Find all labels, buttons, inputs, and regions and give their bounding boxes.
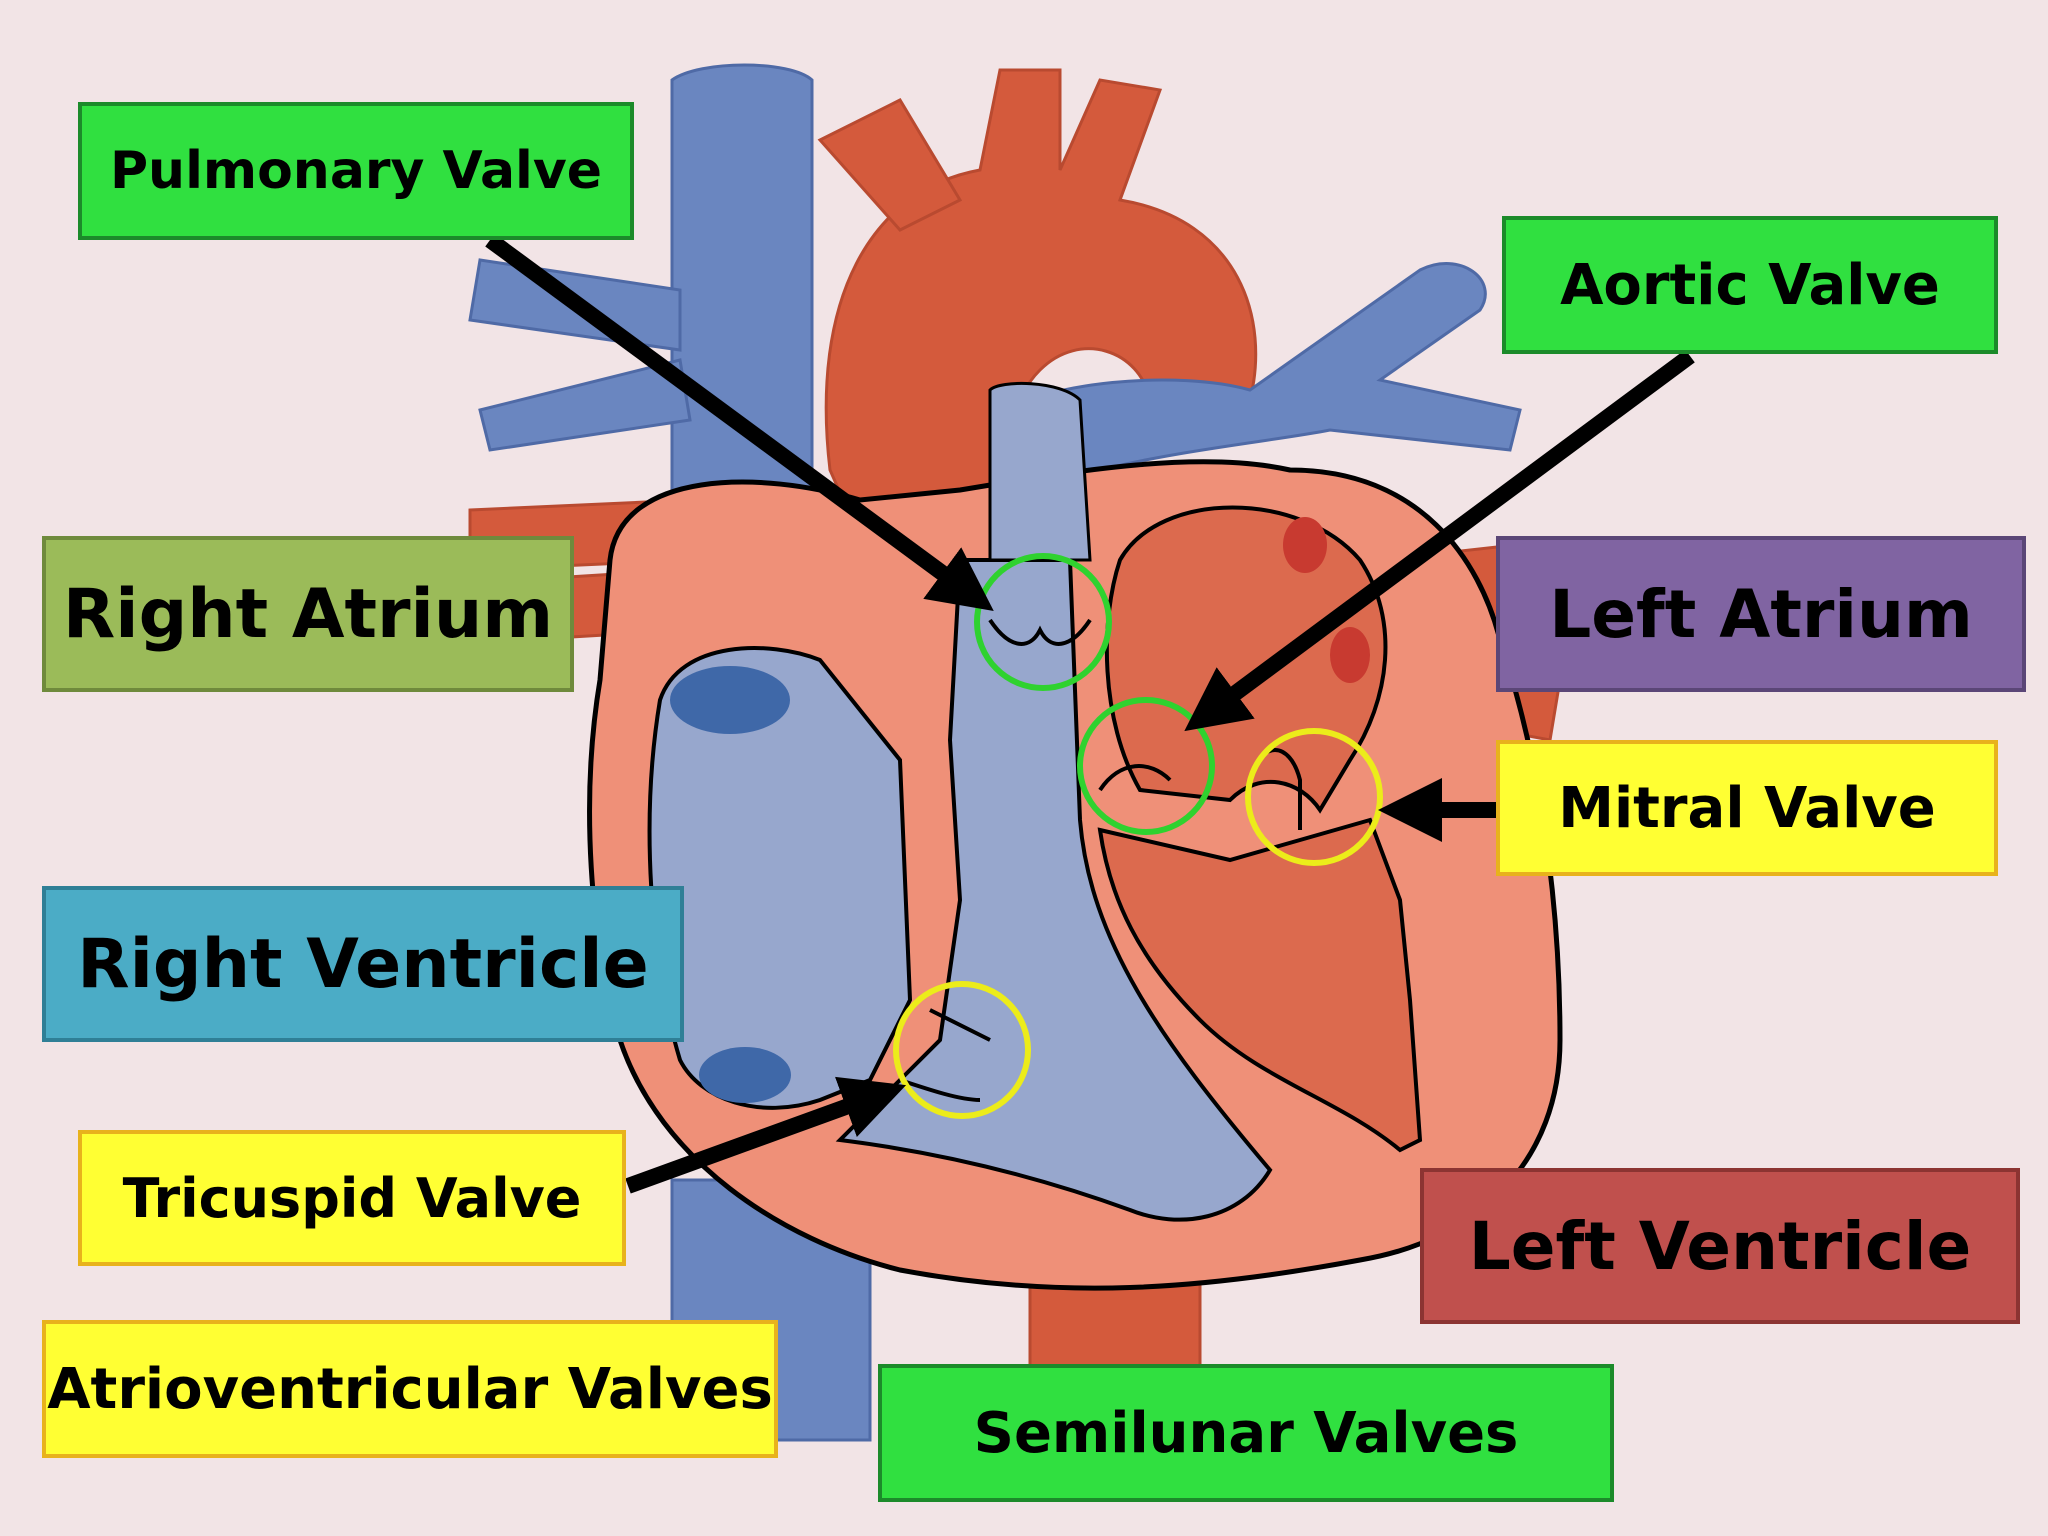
pulmonary-vein-opening-lower xyxy=(1330,627,1370,683)
tricuspid-valve-arrow xyxy=(625,1076,907,1194)
pulmonary-trunk xyxy=(988,382,1092,562)
aortic-valve-marker xyxy=(1077,697,1215,835)
label-mitral-valve: Mitral Valve xyxy=(1496,740,1998,876)
left-ventricle-chamber xyxy=(1097,817,1423,1153)
aortic-valve-arrow xyxy=(1184,349,1695,732)
pulmonary-valve-arrow xyxy=(485,233,994,611)
label-atrioventricular-valves: Atrioventricular Valves xyxy=(42,1320,778,1458)
pointer-arrows xyxy=(485,233,1695,1194)
pulmonary-artery xyxy=(988,262,1522,562)
pulmonary-vein-opening-upper xyxy=(1283,517,1327,573)
label-right-atrium: Right Atrium xyxy=(42,536,574,692)
label-pulmonary-valve: Pulmonary Valve xyxy=(78,102,634,240)
pulmonary-valve-marker xyxy=(974,553,1112,691)
label-semilunar-valves: Semilunar Valves xyxy=(878,1364,1614,1502)
right-ventricle-chamber xyxy=(835,558,1273,1222)
label-aortic-valve: Aortic Valve xyxy=(1502,216,1998,354)
vena-cava-opening-lower xyxy=(699,1047,791,1103)
label-left-ventricle: Left Ventricle xyxy=(1420,1168,2020,1324)
label-left-atrium: Left Atrium xyxy=(1496,536,2026,692)
tricuspid-valve-marker xyxy=(893,981,1031,1119)
valve-leaflets xyxy=(899,618,1302,1102)
label-right-ventricle: Right Ventricle xyxy=(42,886,684,1042)
label-tricuspid-valve: Tricuspid Valve xyxy=(78,1130,626,1266)
vena-cava-opening-upper xyxy=(670,666,790,734)
